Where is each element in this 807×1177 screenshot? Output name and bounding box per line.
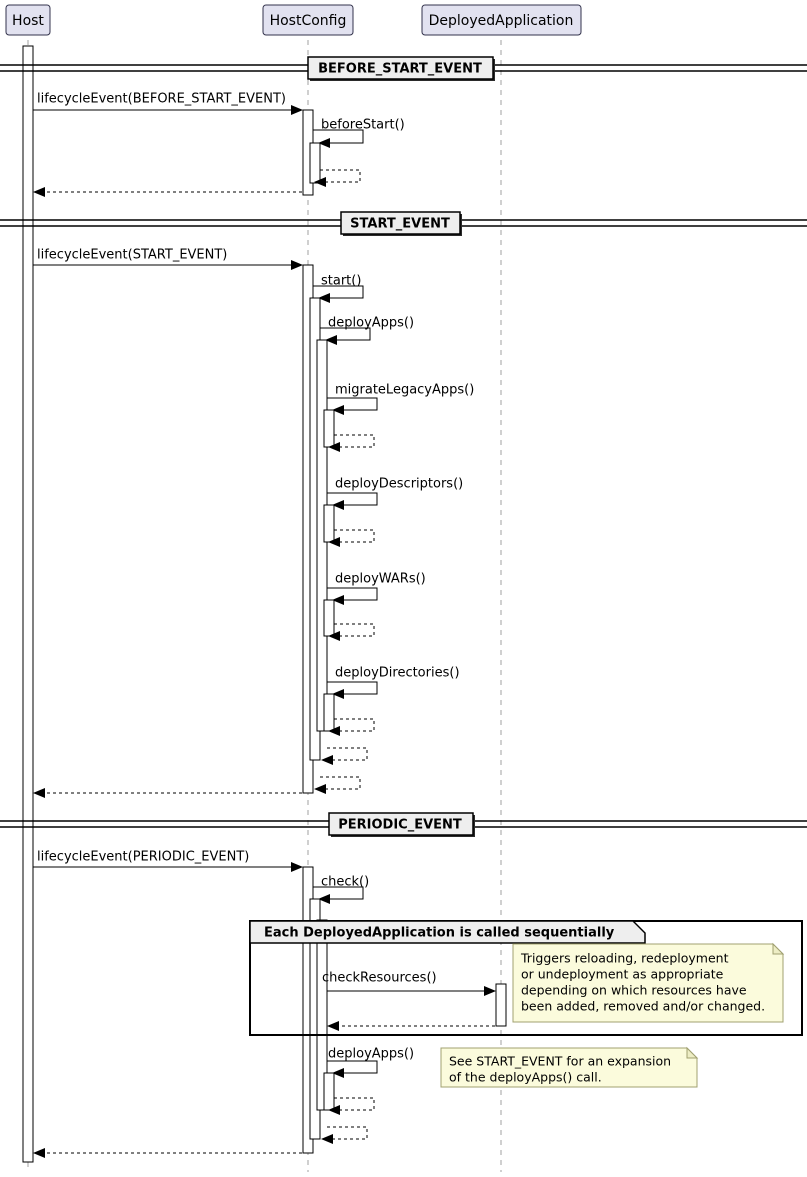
message-line-m13 (334, 623, 375, 637)
participant-box-host[interactable] (5, 4, 51, 36)
activation-periodic-deployapps (323, 1072, 335, 1111)
message-line-m14 (327, 681, 378, 695)
activation-hostconfig-beforestart-inner (309, 142, 321, 184)
note-deploy-apps: See START_EVENT for an expansion of the … (440, 1046, 699, 1088)
arrowhead-m12 (332, 595, 344, 605)
note-line-3: been added, removed and/or changed. (521, 999, 765, 1014)
note-check-resources: Triggers reloading, redeployment or unde… (512, 942, 785, 1023)
message-label-m7: deployApps() (328, 316, 414, 331)
section-start-event: lifecycleEvent(START_EVENT) start() depl… (33, 248, 474, 798)
participant-host[interactable]: Host (5, 4, 51, 36)
message-label-m2: beforeStart() (321, 118, 405, 133)
activation-deploy-descriptors (323, 504, 335, 543)
message-label-m22: deployApps() (328, 1047, 414, 1062)
participant-box-deployedapplication[interactable] (421, 4, 582, 36)
message-line-m11 (334, 529, 375, 543)
message-line-m15 (334, 718, 375, 732)
message-line-m12 (327, 587, 378, 601)
arrowhead-m11 (328, 537, 340, 547)
message-label-m8: migrateLegacyApps() (335, 383, 474, 398)
note2-line-0: See START_EVENT for an expansion (449, 1054, 671, 1069)
arrowhead-m8 (332, 405, 344, 415)
message-line-m16 (327, 747, 368, 761)
message-line-m6 (313, 285, 364, 299)
activation-deploy-directories (323, 693, 335, 732)
arrowhead-m14 (332, 689, 344, 699)
arrowhead-m1 (291, 105, 303, 115)
activation-host-root (22, 45, 34, 1163)
arrowhead-m21 (327, 1021, 339, 1031)
message-line-m16b (320, 776, 361, 790)
message-line-m22 (327, 1060, 378, 1074)
activation-migrate-legacy-apps (323, 409, 335, 448)
message-label-m12: deployWARs() (335, 572, 426, 587)
message-line-m9 (334, 434, 375, 448)
arrowhead-m19 (318, 894, 330, 904)
message-label-m20: checkResources() (322, 971, 437, 986)
divider-before-start-event: BEFORE_START_EVENT (0, 56, 807, 81)
group-each-deployed-application: Each DeployedApplication is called seque… (249, 920, 803, 1036)
divider-start-event: START_EVENT (0, 211, 807, 236)
message-label-m18: lifecycleEvent(PERIODIC_EVENT) (37, 850, 249, 865)
participant-label-deployedapplication: DeployedApplication (429, 13, 574, 29)
divider-label-periodic-event: PERIODIC_EVENT (338, 818, 462, 833)
group-tab-shape (249, 920, 646, 944)
participant-label-hostconfig: HostConfig (270, 13, 347, 29)
arrowhead-m17 (33, 788, 45, 798)
arrowhead-m10 (332, 500, 344, 510)
participant-deployedapplication[interactable]: DeployedApplication (421, 4, 582, 36)
activation-deploy-wars (323, 599, 335, 637)
participant-label-host: Host (12, 13, 44, 29)
arrowhead-m16b (314, 784, 326, 794)
arrowhead-m7 (325, 335, 337, 345)
message-label-m19: check() (321, 875, 369, 890)
arrowhead-m9 (328, 442, 340, 452)
arrowhead-m6 (318, 293, 330, 303)
arrowhead-m4 (33, 187, 45, 197)
arrowhead-m23 (328, 1105, 340, 1115)
activation-deployedapplication-checkresources (495, 983, 507, 1027)
message-line-m10 (327, 492, 378, 506)
message-line-m2 (313, 129, 364, 144)
section-before-start-event: lifecycleEvent(BEFORE_START_EVENT) befor… (33, 92, 405, 197)
participant-box-hostconfig[interactable] (262, 4, 354, 36)
arrowhead-m15 (328, 726, 340, 736)
message-label-m6: start() (321, 274, 361, 289)
message-line-m8 (327, 397, 378, 411)
message-line-m19 (313, 886, 364, 900)
participant-hostconfig[interactable]: HostConfig (262, 4, 354, 36)
arrowhead-m22 (332, 1068, 344, 1078)
lifelines (27, 40, 502, 1172)
arrowhead-m5 (291, 260, 303, 270)
group-title-label: Each DeployedApplication is called seque… (264, 926, 615, 941)
note-line-2: depending on which resources have (521, 983, 747, 998)
message-group-periodic-deployapps: deployApps() (33, 1047, 414, 1158)
note-line-0: Triggers reloading, redeployment (520, 951, 729, 966)
section-periodic-event: lifecycleEvent(PERIODIC_EVENT) check() (33, 850, 369, 1154)
arrowhead-m25 (33, 1148, 45, 1158)
message-line-m24 (327, 1126, 368, 1140)
message-label-m1: lifecycleEvent(BEFORE_START_EVENT) (37, 92, 286, 107)
message-label-m14: deployDirectories() (335, 666, 460, 681)
divider-label-before-start-event: BEFORE_START_EVENT (318, 62, 482, 77)
message-line-m7 (320, 327, 371, 341)
note-line-1: or undeployment as appropriate (521, 967, 724, 982)
arrowhead-m20 (484, 986, 496, 996)
arrowhead-m13 (328, 631, 340, 641)
arrowhead-m18 (291, 862, 303, 872)
message-line-m3 (320, 169, 361, 183)
message-group-check-resources: checkResources() (322, 971, 507, 1031)
divider-label-start-event: START_EVENT (350, 217, 450, 232)
note2-line-1: of the deployApps() call. (449, 1070, 602, 1085)
divider-periodic-event: PERIODIC_EVENT (0, 812, 807, 837)
message-label-m5: lifecycleEvent(START_EVENT) (37, 248, 227, 263)
arrowhead-m16 (321, 755, 333, 765)
message-line-m23 (334, 1097, 375, 1111)
message-label-m10: deployDescriptors() (335, 477, 463, 492)
arrowhead-m3 (314, 177, 326, 187)
arrowhead-m2 (318, 138, 330, 148)
arrowhead-m24 (321, 1134, 333, 1144)
